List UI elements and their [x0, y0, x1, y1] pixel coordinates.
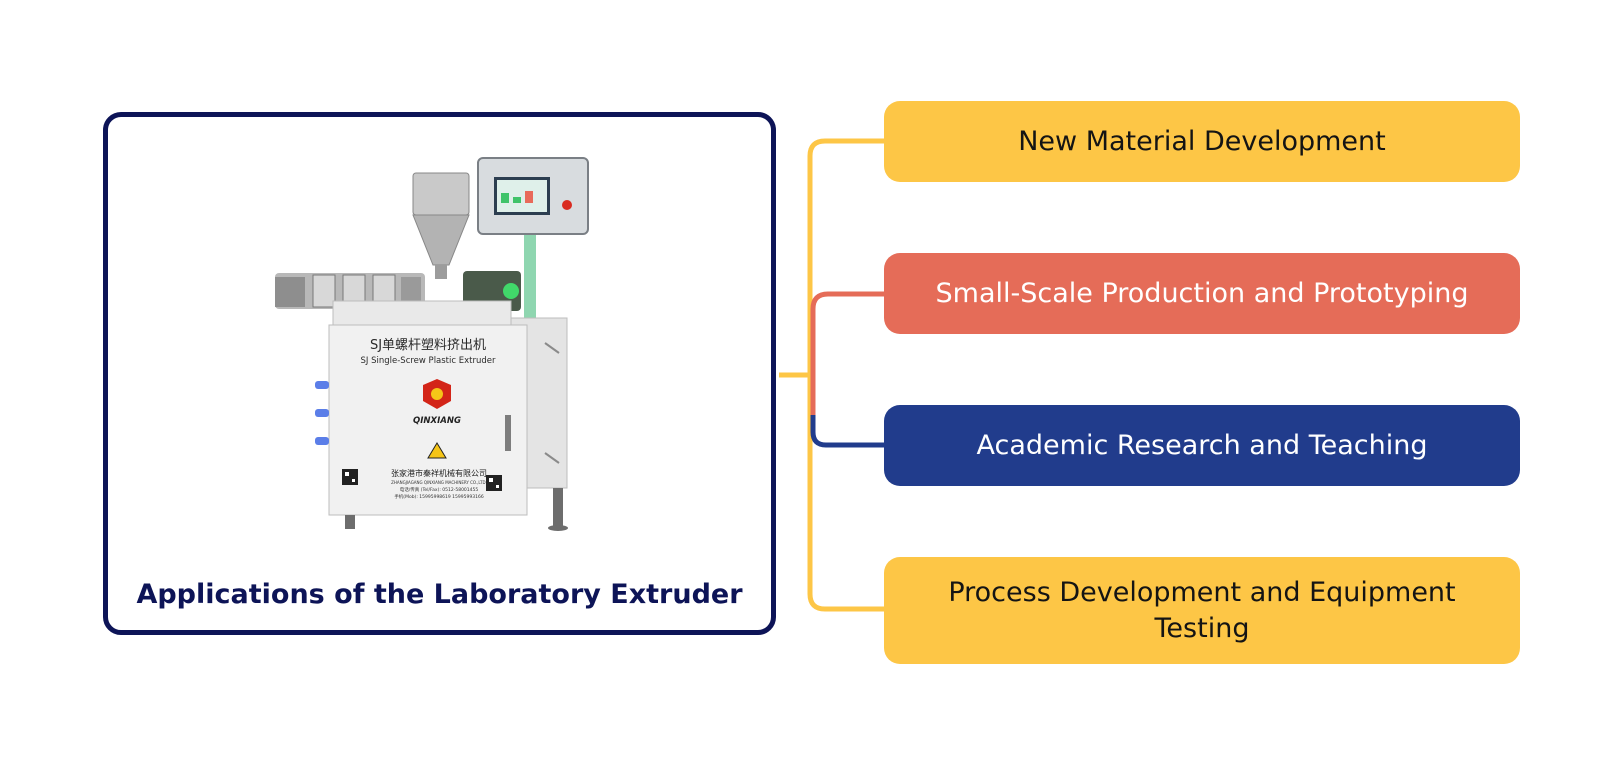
company-tel: 电话/传真 (Tel/Fax): 0512-58001455 [400, 486, 479, 493]
panel-label-en: SJ Single-Screw Plastic Extruder [361, 356, 496, 366]
panel-arm [524, 233, 536, 323]
warning-icon [427, 442, 447, 459]
connector-branch-navy [810, 415, 884, 448]
connector-branch-red [810, 291, 884, 420]
main-card: SJ单螺杆塑料挤出机 SJ Single-Screw Plastic Extru… [103, 112, 776, 635]
cabinet-handle [505, 415, 511, 451]
company-name-cn: 张家港市秦祥机械有限公司 [391, 468, 487, 478]
brand-name: QINXIANG [413, 416, 461, 426]
emergency-stop-icon [562, 200, 572, 210]
application-academic-research: Academic Research and Teaching [884, 405, 1520, 486]
connector-trunk [807, 138, 884, 612]
diagram-title: Applications of the Laboratory Extruder [136, 579, 743, 610]
company-name-en: ZHANGJIAGANG QINXIANG MACHINERY CO.,LTD. [391, 480, 487, 485]
application-new-material-development: New Material Development [884, 101, 1520, 182]
extruder-machine-image: SJ单螺杆塑料挤出机 SJ Single-Screw Plastic Extru… [275, 157, 589, 531]
application-process-development: Process Development and Equipment Testin… [884, 557, 1520, 664]
panel-label-cn: SJ单螺杆塑料挤出机 [370, 338, 486, 353]
application-small-scale-production: Small-Scale Production and Prototyping [884, 253, 1520, 334]
company-mobile: 手机(Mob): 15995998619 15995993166 [394, 493, 484, 500]
